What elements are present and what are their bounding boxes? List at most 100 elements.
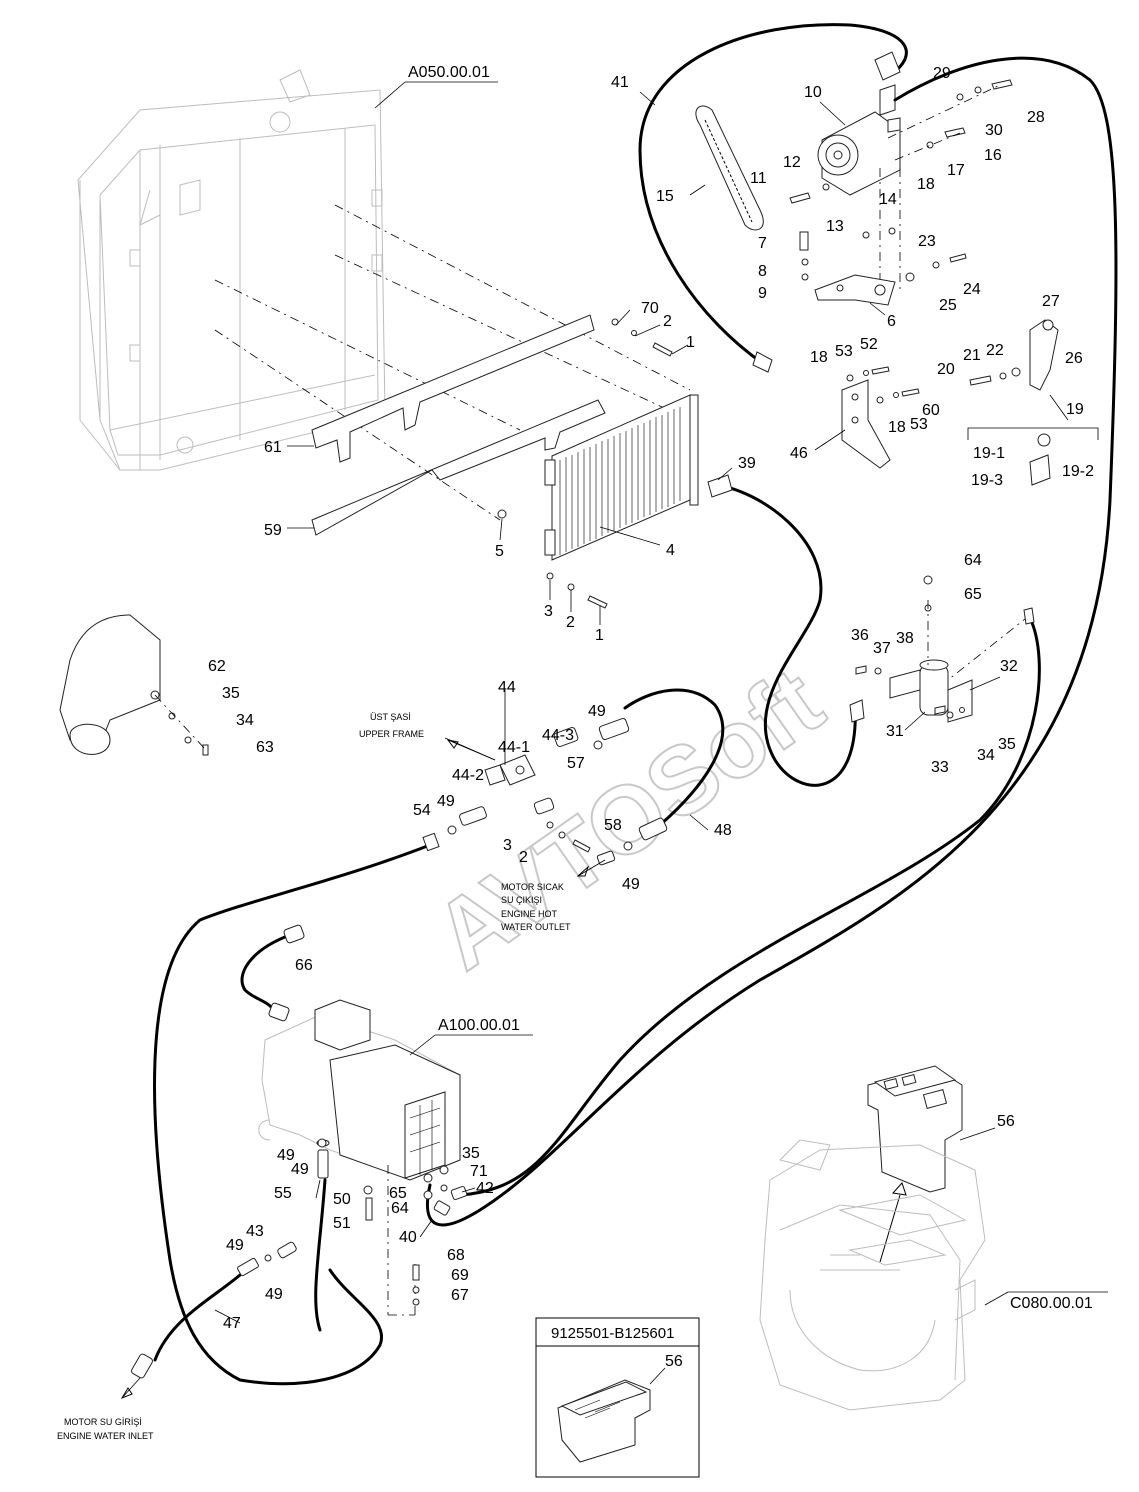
callout: 1 (595, 627, 604, 644)
callout: 55 (274, 1185, 292, 1202)
bracket-61 (311, 314, 595, 463)
callout: 46 (790, 445, 808, 462)
callout: 67 (451, 1287, 469, 1304)
fasteners-46 (846, 366, 920, 404)
hose-48 (623, 688, 725, 827)
callout-leaders (214, 91, 1001, 1324)
note-upper-frame-tr: ÜST ŞASİ (370, 712, 411, 722)
callout: 36 (851, 627, 869, 644)
callout: 6 (887, 313, 896, 330)
callout: 32 (1000, 658, 1018, 675)
water-valve-44 (447, 727, 633, 866)
callout: 30 (985, 122, 1003, 139)
note-water-inlet-en: ENGINE WATER INLET (57, 1431, 154, 1441)
compressor-10 (817, 84, 901, 196)
callout: 62 (208, 658, 226, 675)
callout: 52 (860, 336, 878, 353)
callout: 4 (666, 542, 675, 559)
callout: 28 (1027, 109, 1045, 126)
hose-47 (153, 1273, 242, 1362)
callout: 49 (588, 703, 606, 720)
inset-serial-range: 9125501-B125601 (551, 1325, 674, 1342)
callout: 16 (984, 147, 1002, 164)
radiator-frame-assembly (77, 69, 386, 471)
console-assembly (759, 1139, 986, 1411)
callout: 70 (641, 300, 659, 317)
callout: 69 (451, 1267, 469, 1284)
callout: 66 (295, 957, 313, 974)
callout: 5 (495, 543, 504, 560)
callout: 50 (333, 1191, 351, 1208)
callout: 18 (810, 349, 828, 366)
callout: 17 (947, 162, 965, 179)
callout: 2 (519, 849, 528, 866)
condenser-4 (544, 394, 699, 561)
callout: 19-1 (973, 445, 1005, 462)
callout: 49 (291, 1161, 309, 1178)
callout: 21 (963, 347, 981, 364)
callout: 9 (758, 285, 767, 302)
hose-compressor-return (425, 56, 1118, 1227)
callout: 43 (246, 1223, 264, 1240)
hose-fittings (131, 51, 1035, 1379)
air-intake-duct (59, 614, 209, 756)
callout: 14 (879, 191, 897, 208)
note-hot-outlet-en-1: ENGINE HOT (501, 909, 558, 919)
note-water-inlet-tr: MOTOR SU GİRİŞİ (64, 1417, 142, 1427)
hose-66 (240, 933, 292, 1014)
callout: 42 (476, 1180, 494, 1197)
callout: 18 (917, 176, 935, 193)
receiver-drier-31 (889, 575, 973, 723)
callout: 47 (223, 1315, 241, 1332)
callout: 33 (931, 759, 949, 776)
callout: 2 (663, 313, 672, 330)
heater-unit-assembly (258, 999, 461, 1181)
callout: 8 (758, 263, 767, 280)
callout: 12 (783, 154, 801, 171)
callout: 23 (918, 233, 936, 250)
callout: 22 (986, 342, 1004, 359)
callout: 26 (1065, 350, 1083, 367)
callout: 49 (265, 1286, 283, 1303)
callout: 31 (886, 723, 904, 740)
callout: 20 (937, 361, 955, 378)
bracket-59 (311, 399, 606, 536)
bracket-46 (841, 379, 891, 469)
callout: 64 (964, 552, 982, 569)
hose-54-to-engine (153, 843, 432, 1386)
callout: 63 (256, 739, 274, 756)
note-hot-outlet-tr-1: MOTOR SICAK (501, 882, 564, 892)
callouts: 70 2 1 61 59 5 4 3 2 1 41 10 29 28 30 16… (208, 65, 1094, 1332)
callout: 65 (389, 1185, 407, 1202)
hose-39 (713, 483, 857, 787)
callout: 34 (977, 747, 995, 764)
callout: 40 (399, 1229, 417, 1246)
hose-drier-outlet (458, 616, 1041, 1197)
fasteners-condenser (497, 318, 673, 609)
control-panel-56 (867, 1065, 963, 1193)
callout: 35 (462, 1145, 480, 1162)
callout: 60 (922, 402, 940, 419)
callout: 49 (622, 876, 640, 893)
callout: 61 (264, 439, 282, 456)
hose-41 (638, 23, 908, 367)
fasteners-heater (237, 1138, 468, 1306)
fasteners-compressor (789, 79, 1013, 282)
callout: 65 (964, 586, 982, 603)
callout: 7 (758, 235, 767, 252)
callout: 19-2 (1062, 463, 1094, 480)
callout: 57 (567, 755, 585, 772)
callout: 68 (447, 1247, 465, 1264)
note-hot-outlet-en-2: WATER OUTLET (501, 922, 571, 932)
callout: 44 (498, 679, 516, 696)
note-upper-frame-en: UPPER FRAME (359, 729, 424, 739)
compressor-bracket-6 (814, 274, 896, 306)
callout: 56 (997, 1113, 1015, 1130)
callout: 54 (413, 802, 431, 819)
fasteners-drier (855, 665, 965, 719)
callout: 49 (277, 1147, 295, 1164)
hose-55 (314, 1178, 327, 1332)
callout: 24 (963, 281, 981, 298)
callout: 2 (566, 614, 575, 631)
